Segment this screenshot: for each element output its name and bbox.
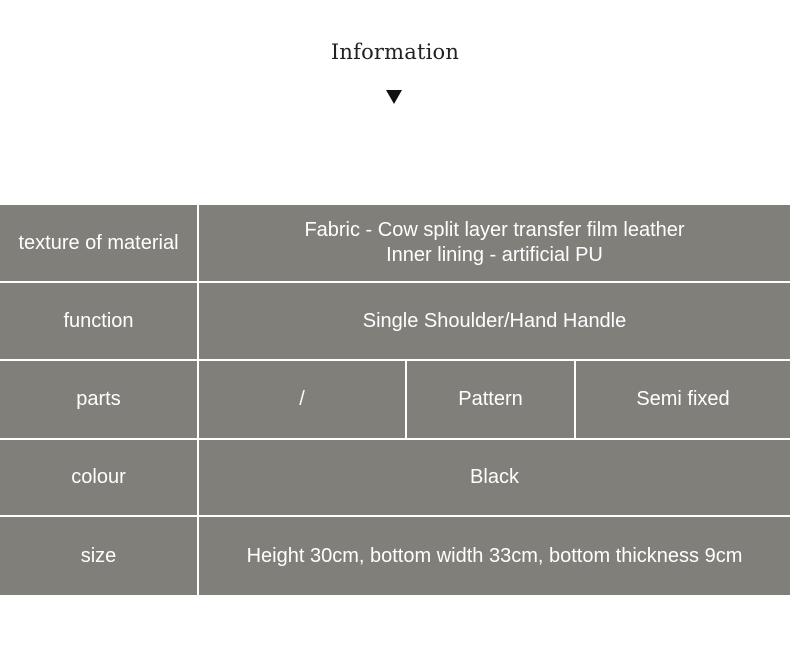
function-label: function bbox=[0, 283, 197, 359]
material-fabric-text: Fabric - Cow split layer transfer film l… bbox=[304, 219, 685, 241]
down-triangle-icon bbox=[386, 90, 402, 104]
material-lining-text: Inner lining - artificial PU bbox=[386, 244, 603, 266]
size-value: Height 30cm, bottom width 33cm, bottom t… bbox=[199, 517, 790, 595]
material-value: Fabric - Cow split layer transfer film l… bbox=[199, 205, 790, 281]
spec-table: texture of material Fabric - Cow split l… bbox=[0, 205, 790, 595]
section-title: Information bbox=[330, 40, 460, 64]
parts-value-3: Semi fixed bbox=[576, 361, 790, 438]
parts-label: parts bbox=[0, 361, 197, 438]
parts-value-1: / bbox=[199, 361, 405, 438]
material-label: texture of material bbox=[0, 205, 197, 281]
spec-row-material: texture of material Fabric - Cow split l… bbox=[0, 205, 790, 281]
size-label: size bbox=[0, 517, 197, 595]
colour-label: colour bbox=[0, 440, 197, 515]
spec-row-colour: colour Black bbox=[0, 440, 790, 515]
spec-row-parts: parts / Pattern Semi fixed bbox=[0, 361, 790, 438]
spec-row-size: size Height 30cm, bottom width 33cm, bot… bbox=[0, 517, 790, 595]
spec-row-function: function Single Shoulder/Hand Handle bbox=[0, 283, 790, 359]
function-value: Single Shoulder/Hand Handle bbox=[199, 283, 790, 359]
parts-value-2: Pattern bbox=[407, 361, 574, 438]
colour-value: Black bbox=[199, 440, 790, 515]
